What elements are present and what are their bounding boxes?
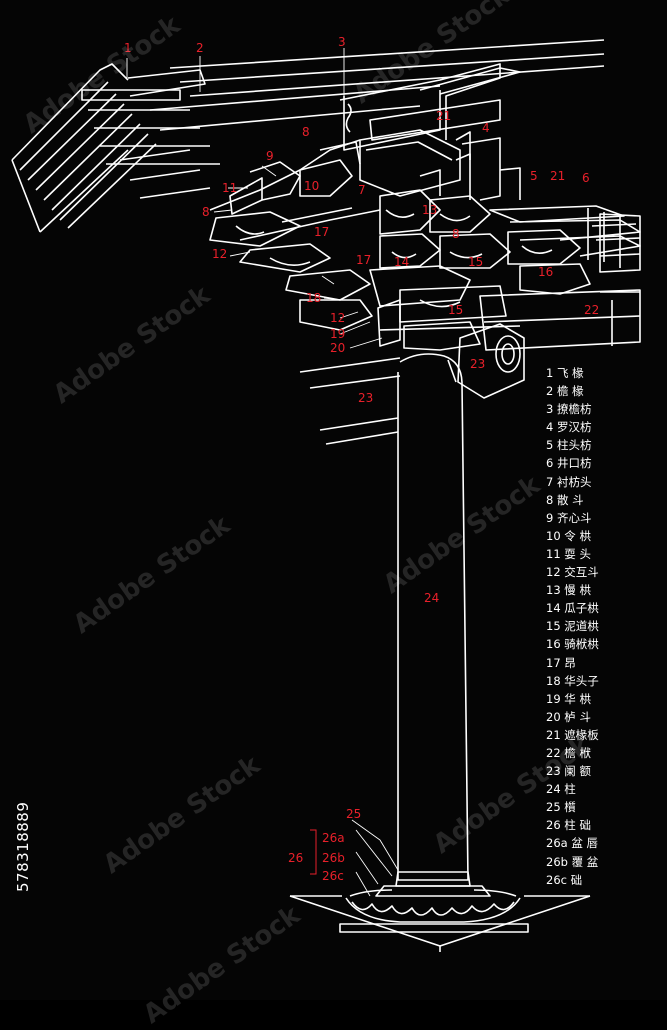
legend-item: 9 齐心斗 — [546, 510, 592, 525]
right-arm — [479, 205, 641, 351]
legend-item: 16 骑栿栱 — [546, 637, 599, 652]
legend-item: 1 飞 椽 — [546, 366, 584, 380]
central-bracket-cluster — [359, 129, 521, 351]
callout: 6 — [582, 171, 590, 185]
callout: 15 — [468, 255, 483, 269]
legend-item: 14 瓜子栱 — [546, 601, 599, 616]
stock-id: 578318889 — [14, 801, 32, 892]
legend-item: 23 阑 额 — [546, 764, 591, 779]
legend-item: 18 华头子 — [546, 673, 599, 688]
callout: 26b — [322, 851, 345, 865]
callout: 14 — [394, 255, 409, 269]
callout-bracket — [310, 829, 317, 875]
leader-lines — [126, 48, 399, 897]
callout: 18 — [306, 291, 321, 305]
rafters — [11, 39, 605, 233]
callout: 8 — [202, 205, 210, 219]
legend-item: 7 衬枋头 — [546, 474, 592, 489]
legend-item: 26b 覆 盆 — [546, 854, 599, 869]
legend-item: 8 散 斗 — [546, 492, 584, 507]
callout: 19 — [330, 327, 345, 341]
legend-item: 19 华 栱 — [546, 691, 591, 706]
callout: 25 — [346, 807, 361, 821]
legend-item: 3 撩檐枋 — [546, 402, 592, 417]
callout: 12 — [330, 311, 345, 325]
callout: 13 — [422, 203, 437, 217]
callout: 17 — [356, 253, 371, 267]
callout: 22 — [584, 303, 599, 317]
callout: 9 — [266, 149, 274, 163]
callout: 15 — [448, 303, 463, 317]
parts-legend: 1 飞 椽 2 檐 椽 3 撩檐枋 4 罗汉枋 5 柱头枋 6 井口枋 7 衬枋… — [546, 364, 664, 889]
legend-item: 26c 础 — [546, 872, 583, 887]
callout: 16 — [538, 265, 553, 279]
callout: 26a — [322, 831, 345, 845]
legend-item: 22 檐 栿 — [546, 745, 591, 760]
callout: 12 — [212, 247, 227, 261]
legend-item: 21 遮椽板 — [546, 727, 599, 742]
callout: 4 — [482, 121, 490, 135]
callout: 7 — [358, 183, 366, 197]
purlins — [339, 63, 521, 160]
legend-item: 17 昂 — [546, 655, 576, 670]
legend-item: 5 柱头枋 — [546, 438, 592, 453]
callout: 20 — [330, 341, 345, 355]
left-bracket-arm — [209, 139, 381, 331]
callout: 21 — [550, 169, 565, 183]
callout: 8 — [452, 227, 460, 241]
callout: 26 — [288, 851, 303, 865]
legend-item: 26a 盆 唇 — [546, 836, 598, 851]
callout: 1 — [124, 41, 132, 55]
legend-item: 4 罗汉枋 — [546, 420, 592, 435]
callout: 5 — [530, 169, 538, 183]
column — [397, 353, 469, 881]
callout: 8 — [302, 125, 310, 139]
callout: 23 — [358, 391, 373, 405]
legend-item: 15 泥道栱 — [546, 619, 599, 634]
callout: 26c — [322, 869, 344, 883]
legend-item: 13 慢 栱 — [546, 583, 591, 598]
callout: 23 — [470, 357, 485, 371]
diagram-canvas: 1 2 3 21 4 8 9 11 10 7 13 5 21 6 8 12 17… — [11, 0, 664, 1030]
legend-item: 6 井口枋 — [546, 456, 592, 471]
callout-labels: 1 2 3 21 4 8 9 11 10 7 13 5 21 6 8 12 17… — [124, 35, 599, 883]
bracket-set-drawing: 1 2 3 21 4 8 9 11 10 7 13 5 21 6 8 12 17… — [11, 35, 641, 952]
legend-item: 25 櫍 — [546, 800, 576, 815]
legend-item: 26 柱 础 — [546, 818, 591, 833]
legend-item: 2 檐 椽 — [546, 384, 584, 399]
callout: 2 — [196, 41, 204, 55]
legend-item: 12 交互斗 — [546, 565, 599, 580]
architrave — [299, 323, 525, 445]
callout: 21 — [436, 109, 451, 123]
callout: 17 — [314, 225, 329, 239]
callout: 3 — [338, 35, 346, 49]
legend-item: 11 耍 头 — [546, 546, 591, 561]
callout: 10 — [304, 179, 319, 193]
callout: 24 — [424, 591, 439, 605]
legend-item: 10 令 栱 — [546, 528, 591, 543]
callout: 11 — [222, 181, 237, 195]
column-base — [289, 871, 591, 952]
legend-item: 20 栌 斗 — [546, 709, 591, 724]
legend-item: 24 柱 — [546, 782, 576, 797]
